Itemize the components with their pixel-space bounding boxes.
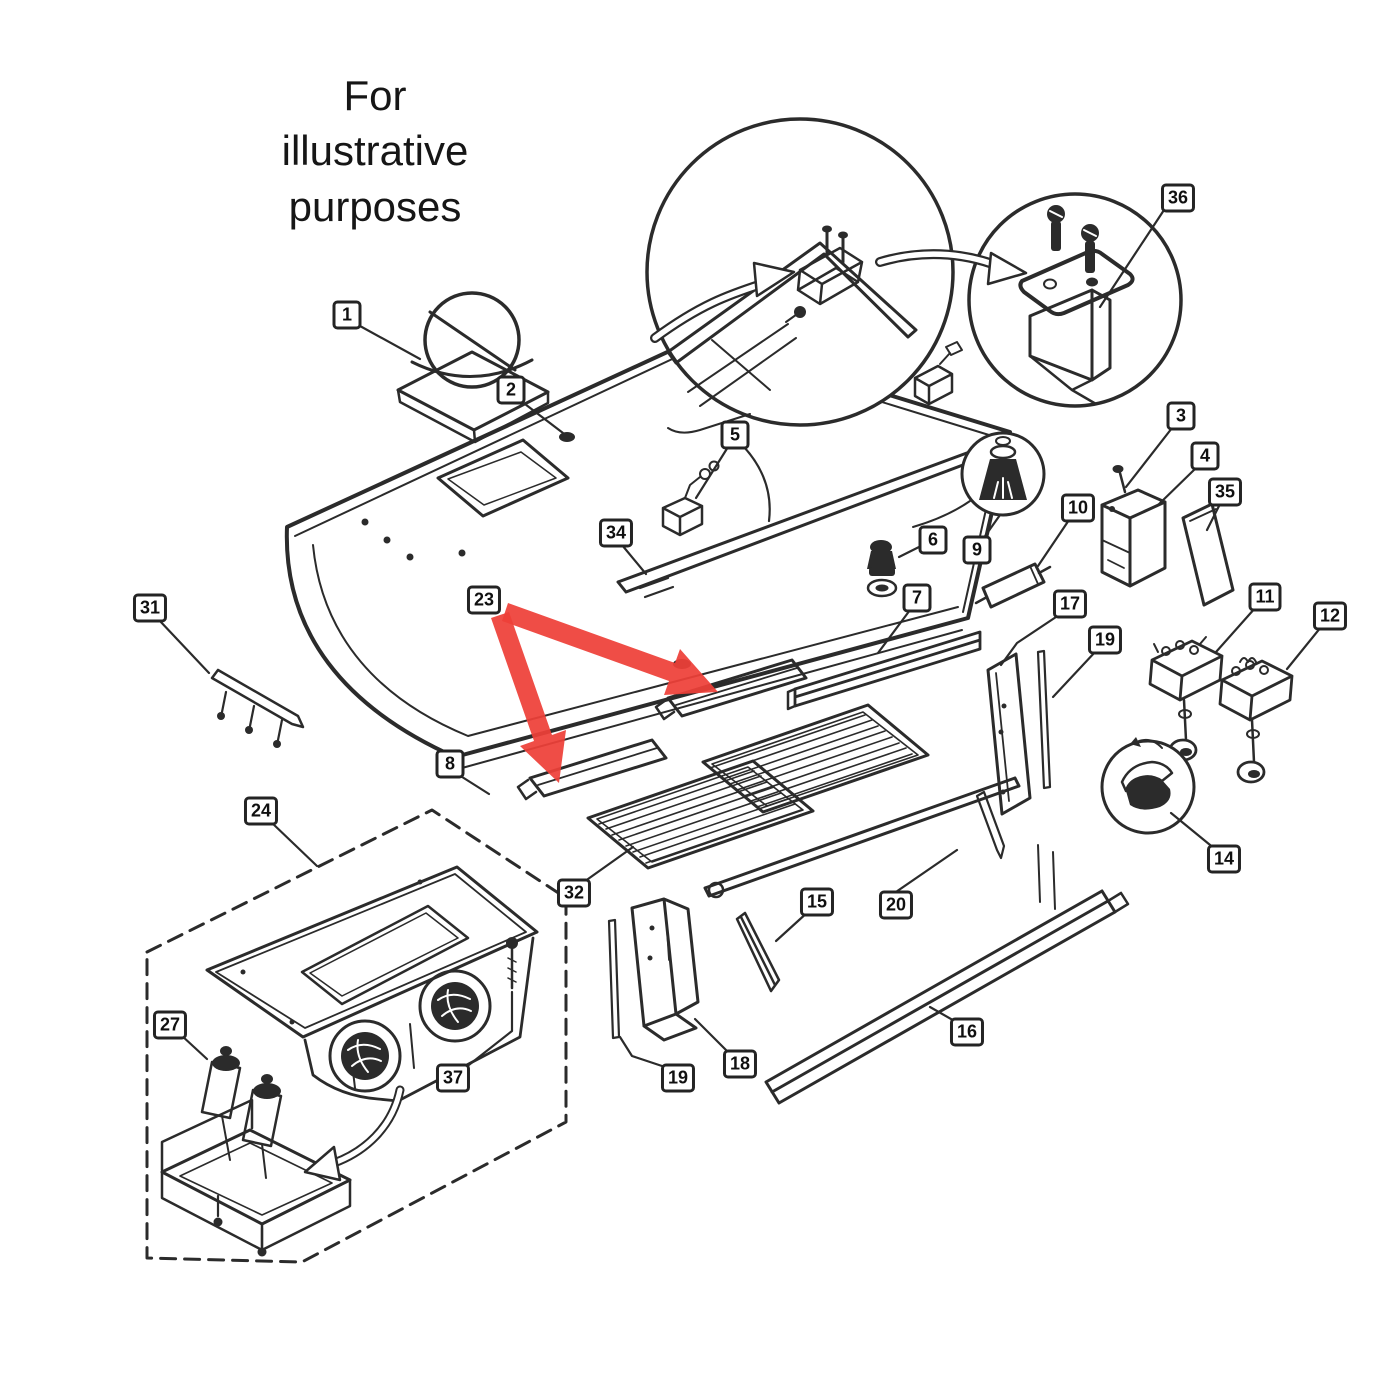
part-label-31: 31 xyxy=(132,593,168,623)
part-strip-15 xyxy=(735,911,781,993)
part-label-36: 36 xyxy=(1160,183,1196,213)
detail-circle-corner xyxy=(645,117,955,434)
part-label-35: 35 xyxy=(1207,477,1243,507)
part-switch-12 xyxy=(1218,657,1294,784)
part-label-14: 14 xyxy=(1206,844,1242,874)
part-panel-18 xyxy=(630,897,700,1042)
detail-circle-bracket xyxy=(967,192,1183,408)
part-label-18: 18 xyxy=(722,1049,758,1079)
illustrative-note: For illustrative purposes xyxy=(281,72,469,230)
detail-circle-knob-14 xyxy=(1100,737,1196,835)
part-switch-5 xyxy=(661,460,720,537)
part-rail-16 xyxy=(764,844,1130,1105)
part-rod-19-bottom xyxy=(607,918,621,1040)
part-label-5: 5 xyxy=(720,420,750,450)
part-label-9: 9 xyxy=(962,535,992,565)
part-damper xyxy=(396,291,550,444)
part-filter-handle-upper xyxy=(654,658,808,721)
dashed-detail-box xyxy=(145,808,568,1264)
part-label-6: 6 xyxy=(918,525,948,555)
part-bracket-rail-31 xyxy=(210,668,305,748)
part-label-8: 8 xyxy=(435,749,465,779)
part-label-20: 20 xyxy=(878,890,914,920)
part-label-23: 23 xyxy=(466,585,502,615)
part-capacitor-10 xyxy=(974,562,1052,609)
part-label-12: 12 xyxy=(1312,601,1348,631)
part-label-19: 19 xyxy=(660,1063,696,1093)
part-label-17: 17 xyxy=(1052,589,1088,619)
part-label-7: 7 xyxy=(902,583,932,613)
part-label-16: 16 xyxy=(949,1017,985,1047)
part-rail-7 xyxy=(786,630,982,711)
part-bulb-6 xyxy=(866,494,980,598)
part-rod-19-right xyxy=(1036,649,1052,790)
part-label-1: 1 xyxy=(332,300,362,330)
part-transformer-box-4 xyxy=(1100,488,1167,588)
part-label-15: 15 xyxy=(799,887,835,917)
part-label-19: 19 xyxy=(1087,625,1123,655)
part-label-3: 3 xyxy=(1166,401,1196,431)
rotate-arrow-icon xyxy=(303,1085,405,1182)
part-label-27: 27 xyxy=(152,1010,188,1040)
part-label-4: 4 xyxy=(1190,441,1220,471)
hood-body xyxy=(284,335,1012,769)
part-plate-35 xyxy=(1181,502,1235,607)
part-panel-17 xyxy=(986,652,1032,816)
part-label-10: 10 xyxy=(1060,493,1096,523)
part-rail-20 xyxy=(703,776,1021,899)
magnify-arrow-icon-2 xyxy=(875,249,1028,286)
part-screw-3 xyxy=(1112,465,1127,494)
highlight-arrows xyxy=(491,603,718,783)
part-label-11: 11 xyxy=(1248,582,1282,612)
part-rod-pointed xyxy=(975,790,1006,860)
part-label-37: 37 xyxy=(435,1063,471,1093)
magnify-arrow-icon xyxy=(650,261,796,343)
part-label-34: 34 xyxy=(598,518,634,548)
detail-circle-lamp-9 xyxy=(960,431,1046,517)
part-grease-filters xyxy=(586,703,930,870)
part-label-2: 2 xyxy=(496,375,526,405)
part-label-24: 24 xyxy=(243,796,279,826)
part-label-32: 32 xyxy=(556,878,592,908)
blower-assembly xyxy=(160,865,539,1257)
